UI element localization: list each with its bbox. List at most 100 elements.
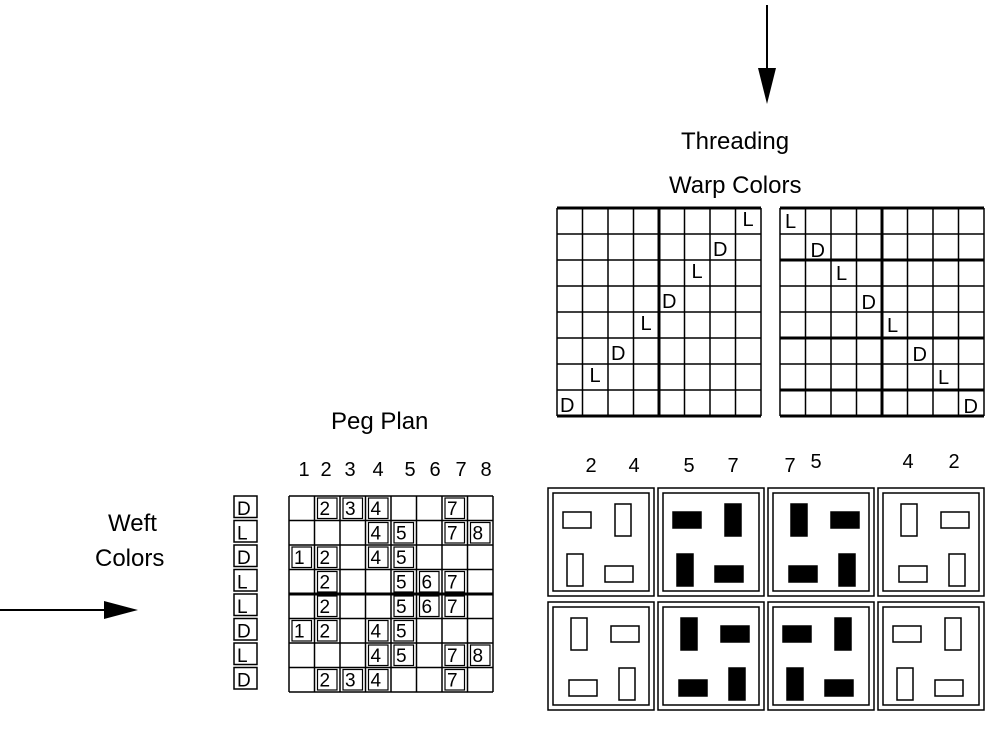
block-shape (934, 679, 964, 697)
peg-cell-box (367, 668, 389, 691)
peg-number: 5 (396, 548, 407, 569)
peg-column-number: 2 (320, 459, 331, 481)
weft-color-cell (233, 495, 258, 519)
peg-number: 2 (320, 671, 331, 692)
block-column-number: 2 (948, 451, 959, 473)
peg-cell-box (444, 521, 466, 544)
threading-left-l-mark: L (692, 261, 703, 283)
weft-color-letter: D (237, 622, 251, 643)
peg-column-number: 7 (455, 459, 466, 481)
threading-left-d-mark: D (611, 343, 625, 365)
threading-right-d-mark: D (913, 344, 927, 366)
peg-number: 1 (294, 622, 305, 643)
block-column-number: 2 (585, 455, 596, 477)
peg-number: 4 (371, 548, 382, 569)
weft-label: Weft (108, 510, 157, 537)
peg-number: 4 (371, 671, 382, 692)
peg-plan-label: Peg Plan (331, 408, 429, 435)
down-arrow-head (758, 68, 776, 104)
peg-cell-box (444, 595, 466, 618)
peg-cell-box (291, 619, 313, 642)
peg-column-number: 6 (429, 459, 440, 481)
peg-cell-box (367, 546, 389, 569)
block-shape (676, 553, 694, 587)
threading-label: Threading (681, 128, 790, 155)
peg-number: 1 (294, 548, 305, 569)
peg-column-number: 5 (404, 459, 415, 481)
peg-cell-box (469, 521, 491, 544)
block-outer-frame (547, 487, 655, 597)
peg-number: 7 (447, 524, 458, 545)
peg-number: 7 (447, 646, 458, 667)
block-inner-frame (552, 606, 650, 706)
peg-cell-box (418, 595, 440, 618)
block-column-number: 4 (902, 451, 913, 473)
block-outer-frame (657, 487, 765, 597)
block-shape (728, 667, 746, 701)
weft-color-cell (233, 617, 258, 641)
block-inner-frame (662, 606, 760, 706)
peg-cell-box (393, 521, 415, 544)
peg-number: 2 (320, 597, 331, 618)
peg-number: 5 (396, 597, 407, 618)
peg-column-number: 3 (344, 459, 355, 481)
block-column-number: 5 (683, 455, 694, 477)
peg-cell-box (316, 595, 338, 618)
block-shape (898, 565, 928, 583)
peg-number: 7 (447, 597, 458, 618)
block-shape (782, 625, 812, 643)
block-shape (824, 679, 854, 697)
block-shape (614, 503, 632, 537)
peg-number: 4 (371, 622, 382, 643)
peg-number: 2 (320, 573, 331, 594)
peg-number: 5 (396, 646, 407, 667)
threading-right-d-mark: D (862, 292, 876, 314)
peg-cell-box (316, 497, 338, 520)
threading-right-l-mark: L (785, 211, 796, 233)
threading-left-l-mark: L (590, 365, 601, 387)
block-shape (892, 625, 922, 643)
block-column-number: 7 (784, 455, 795, 477)
block-shape (720, 625, 750, 643)
peg-cell-box (418, 570, 440, 593)
peg-number: 8 (473, 646, 484, 667)
weft-color-letter: L (237, 524, 248, 545)
weft-color-letter: D (237, 499, 251, 520)
peg-number: 3 (345, 499, 356, 520)
peg-column-number: 1 (298, 459, 309, 481)
peg-cell-box (316, 570, 338, 593)
block-inner-frame (662, 492, 760, 592)
peg-cell-box (367, 619, 389, 642)
block-outer-frame (877, 487, 985, 597)
threading-right-l-mark: L (836, 263, 847, 285)
peg-cell-box (367, 644, 389, 667)
peg-cell-box (444, 644, 466, 667)
block-column-number: 7 (727, 455, 738, 477)
block-shape (940, 511, 970, 529)
peg-cell-box (393, 595, 415, 618)
right-arrow-head (104, 601, 138, 619)
block-shape (830, 511, 860, 529)
peg-cell-box (367, 497, 389, 520)
peg-number: 2 (320, 622, 331, 643)
block-shape (568, 679, 598, 697)
threading-left-d-mark: D (560, 395, 574, 417)
threading-right-l-mark: L (887, 315, 898, 337)
weft-color-cell (233, 666, 258, 690)
block-shape (834, 617, 852, 651)
block-shape (948, 553, 966, 587)
peg-cell-box (393, 644, 415, 667)
threading-right-d-mark: D (964, 396, 978, 418)
block-shape (896, 667, 914, 701)
block-shape (566, 553, 584, 587)
weft-color-cell (233, 544, 258, 568)
block-shape (724, 503, 742, 537)
block-shape (944, 617, 962, 651)
peg-number: 4 (371, 524, 382, 545)
block-column-number: 5 (810, 451, 821, 473)
threading-left-l-mark: L (641, 313, 652, 335)
block-shape (788, 565, 818, 583)
threading-right-l-mark: L (938, 367, 949, 389)
weft-color-cell (233, 519, 258, 543)
peg-cell-box (393, 546, 415, 569)
